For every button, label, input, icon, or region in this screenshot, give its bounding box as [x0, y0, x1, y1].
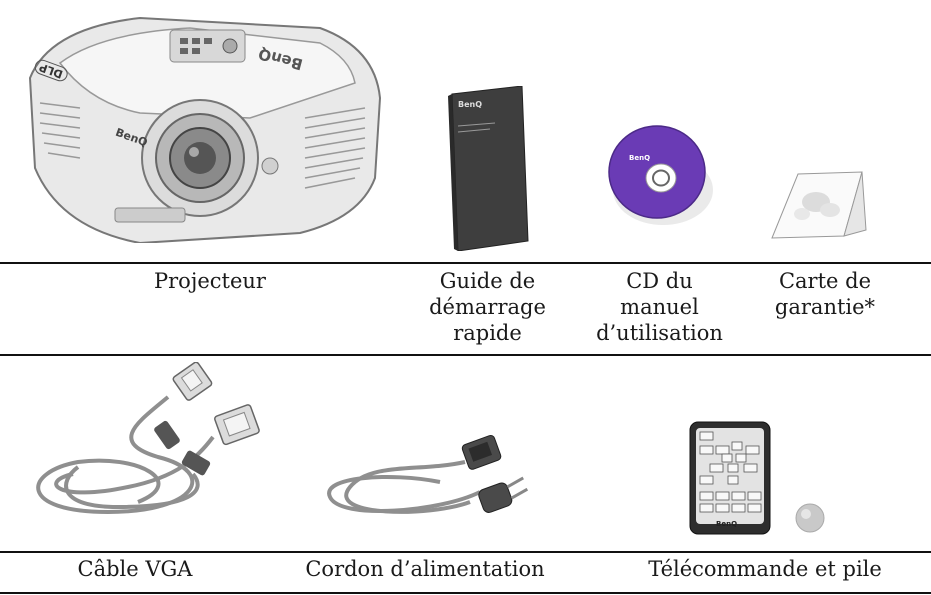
cd-label: CD du manuel d’utilisation [596, 269, 723, 345]
warranty-card-image [768, 170, 868, 242]
projector-label: Projecteur [154, 269, 266, 293]
bottom-rule [0, 592, 931, 594]
power-cord-image [310, 432, 540, 524]
row1-top-rule [0, 262, 931, 264]
cd-brand: BenQ [629, 154, 651, 162]
remote-label: Télécommande et pile [648, 557, 882, 581]
cd-image: BenQ [605, 120, 715, 230]
row-separator-rule [0, 354, 931, 356]
power-cord-label: Cordon d’alimentation [305, 557, 545, 581]
guide-brand: BenQ [458, 100, 483, 109]
remote-image: BenQ [688, 420, 833, 538]
row2-top-rule [0, 551, 931, 553]
quick-guide-image: BenQ [440, 85, 530, 252]
projector-image: BenQ BenQ DLP [20, 8, 385, 245]
quick-guide-label: Guide de démarrage rapide [429, 269, 546, 345]
vga-cable-image [18, 361, 268, 520]
remote-brand: BenQ [716, 520, 738, 528]
warranty-label: Carte de garantie* [774, 269, 876, 319]
vga-cable-label: Câble VGA [77, 557, 193, 581]
